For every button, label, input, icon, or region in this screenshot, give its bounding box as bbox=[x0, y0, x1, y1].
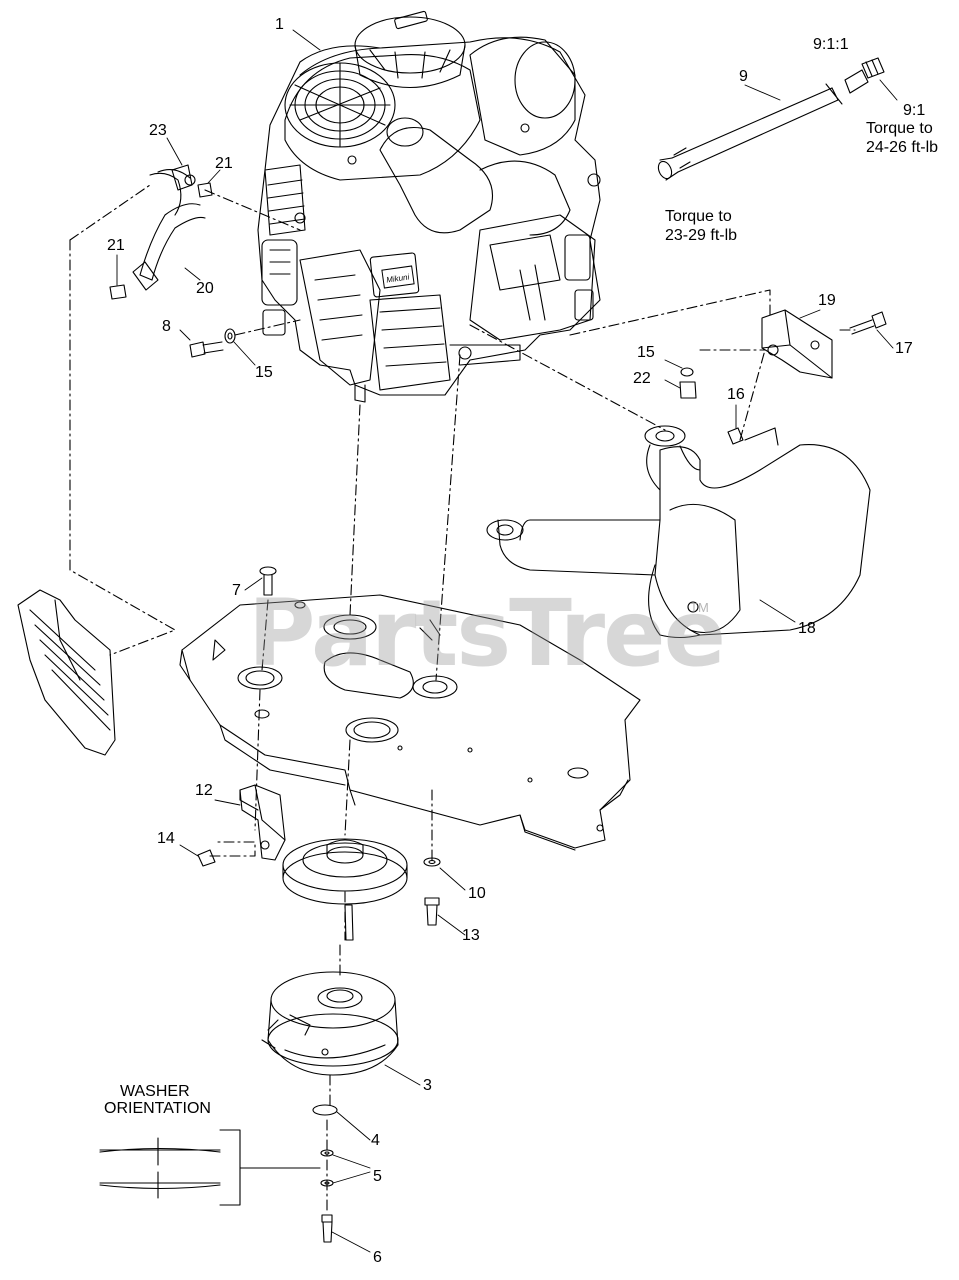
engine-brand-text: Mikuni bbox=[386, 272, 410, 284]
callout-5[interactable]: 5 bbox=[373, 1168, 382, 1185]
callout-14[interactable]: 14 bbox=[157, 830, 175, 847]
muffler-bracket bbox=[569, 289, 887, 445]
callout-21[interactable]: 21 bbox=[215, 155, 233, 172]
torque-note-plug-line1: Torque to bbox=[866, 120, 933, 137]
callout-15[interactable]: 15 bbox=[255, 364, 273, 381]
side-guard bbox=[17, 184, 176, 756]
breather-hose bbox=[109, 164, 301, 300]
torque-note-fitting-line1: Torque to bbox=[665, 208, 732, 225]
washer-orientation-title-line1: WASHER bbox=[120, 1083, 190, 1100]
torque-note-fitting-line2: 23-29 ft-lb bbox=[665, 227, 738, 244]
callout-23[interactable]: 23 bbox=[149, 122, 167, 139]
callout-16[interactable]: 16 bbox=[727, 386, 745, 403]
callout-19[interactable]: 19 bbox=[818, 292, 836, 309]
pto-clutch bbox=[261, 944, 399, 1106]
callout-4[interactable]: 4 bbox=[371, 1132, 380, 1149]
washer-orientation-detail bbox=[99, 1129, 321, 1206]
watermark-trademark: TM bbox=[690, 600, 709, 615]
engine-badge bbox=[381, 265, 415, 289]
callout-15[interactable]: 15 bbox=[637, 344, 655, 361]
leader-lines bbox=[116, 29, 898, 1253]
callout-20[interactable]: 20 bbox=[196, 280, 214, 297]
callout-13[interactable]: 13 bbox=[462, 927, 480, 944]
bolt-8-washer-15 bbox=[189, 319, 301, 358]
callout-9-1-1[interactable]: 9:1:1 bbox=[813, 36, 849, 53]
pulley bbox=[282, 838, 408, 941]
callout-12[interactable]: 12 bbox=[195, 782, 213, 799]
washers-and-bolt bbox=[312, 1104, 338, 1243]
callout-21[interactable]: 21 bbox=[107, 237, 125, 254]
bolt-7 bbox=[259, 566, 277, 671]
callout-18[interactable]: 18 bbox=[798, 620, 816, 637]
engine bbox=[257, 10, 601, 403]
torque-note-plug-line2: 24-26 ft-lb bbox=[866, 139, 939, 156]
callout-3[interactable]: 3 bbox=[423, 1077, 432, 1094]
muffler bbox=[469, 324, 871, 639]
callout-9[interactable]: 9 bbox=[739, 68, 748, 85]
watermark: PartsTree bbox=[248, 580, 726, 687]
washer-orientation-title-line2: ORIENTATION bbox=[104, 1100, 211, 1117]
callout-17[interactable]: 17 bbox=[895, 340, 913, 357]
oil-drain-hose bbox=[657, 57, 885, 181]
engine-deck bbox=[179, 594, 641, 851]
callout-22[interactable]: 22 bbox=[633, 370, 651, 387]
callout-7[interactable]: 7 bbox=[232, 582, 241, 599]
callout-10[interactable]: 10 bbox=[468, 885, 486, 902]
callout-9-1[interactable]: 9:1 bbox=[903, 102, 926, 119]
callout-8[interactable]: 8 bbox=[162, 318, 171, 335]
washer-10-bolt-13 bbox=[423, 857, 441, 926]
callout-1[interactable]: 1 bbox=[275, 16, 284, 33]
bracket-12 bbox=[197, 784, 286, 867]
callout-6[interactable]: 6 bbox=[373, 1249, 382, 1266]
